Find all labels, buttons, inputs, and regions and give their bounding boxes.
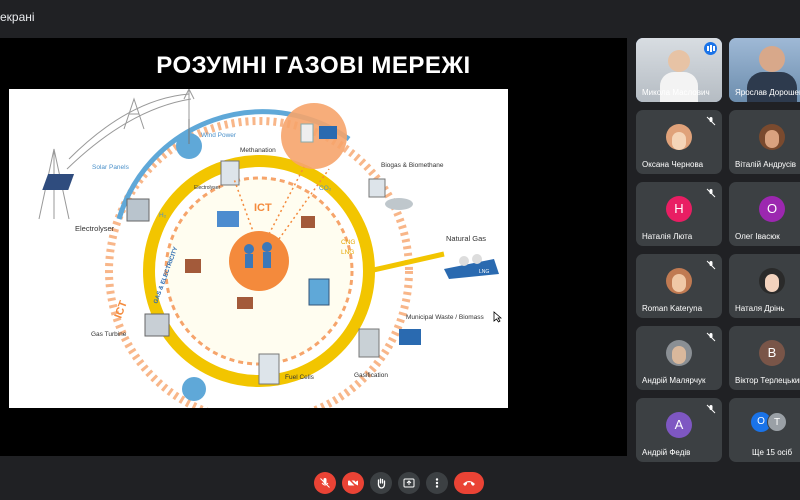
hand-icon <box>377 478 386 489</box>
label-solar-panels: Solar Panels <box>92 164 130 171</box>
avatar <box>666 340 692 366</box>
mic-off-icon <box>706 404 716 414</box>
label-ict-ring: ICT <box>254 202 272 214</box>
label-municipal: Municipal Waste / Biomass <box>406 314 485 321</box>
top-bar: екрані <box>0 0 800 32</box>
label-lng: LNG <box>341 249 354 256</box>
participant-tile[interactable]: Roman Kateryna <box>636 254 722 318</box>
slide-title: РОЗУМНІ ГАЗОВІ МЕРЕЖІ <box>156 52 471 79</box>
avatar: О <box>751 412 771 432</box>
raise-hand-button[interactable] <box>370 472 392 494</box>
avatar: О <box>759 196 785 222</box>
present-button[interactable] <box>398 472 420 494</box>
mic-off-icon <box>706 116 716 126</box>
label-gasification: Gasification <box>354 372 388 379</box>
avatar: Н <box>666 196 692 222</box>
label-fuel-cells: Fuel Cells <box>285 374 315 381</box>
participant-name: Олег Івасюк <box>735 232 780 241</box>
hang-up-icon <box>463 481 475 486</box>
mic-off-icon <box>320 478 330 488</box>
mic-off-icon <box>706 260 716 270</box>
more-options-button[interactable] <box>426 472 448 494</box>
avatar <box>759 124 785 150</box>
control-bar <box>0 462 800 500</box>
participant-tile[interactable]: Н Наталія Люта <box>636 182 722 246</box>
avatar <box>666 124 692 150</box>
more-vert-icon <box>435 478 439 488</box>
label-co2: CO₂ <box>319 185 332 192</box>
leave-call-button[interactable] <box>454 472 484 494</box>
label-cng: CNG <box>341 239 355 246</box>
mouse-cursor-icon <box>493 311 502 323</box>
participant-name: Оксана Чернова <box>642 160 704 169</box>
label-wind-power: Wind Power <box>201 132 237 139</box>
participant-tile[interactable]: О Олег Івасюк <box>729 182 800 246</box>
more-participants-tile[interactable]: О Т Ще 15 осіб <box>729 398 800 462</box>
participant-name: Микола Маслович <box>642 88 710 97</box>
window-title: екрані <box>0 10 35 24</box>
speaking-indicator-icon <box>704 42 717 55</box>
label-natural-gas: Natural Gas <box>446 234 486 243</box>
diagram-svg: Wind Power Methanation Solar Panels Elec… <box>38 87 499 425</box>
camera-toggle-button[interactable] <box>342 472 364 494</box>
avatar: В <box>759 340 785 366</box>
avatar: А <box>666 412 692 438</box>
participant-name: Андрій Малярчук <box>642 376 706 385</box>
participant-tile[interactable]: Оксана Чернова <box>636 110 722 174</box>
smart-gas-grid-diagram: Wind Power Methanation Solar Panels Elec… <box>9 87 508 425</box>
label-lng-ship: LNG <box>479 269 489 275</box>
participant-tile[interactable]: Микола Маслович <box>636 38 722 102</box>
participant-name: Наталія Люта <box>642 232 693 241</box>
participant-tile[interactable]: Наталя Дрінь <box>729 254 800 318</box>
participant-name: Віктор Терлецький <box>735 376 800 385</box>
participant-name: Віталій Андрусів <box>735 160 796 169</box>
mic-toggle-button[interactable] <box>314 472 336 494</box>
label-ict-outer: ICT <box>113 299 130 320</box>
label-gas-turbine: Gas Turbine <box>91 331 127 338</box>
label-biogas: Biogas & Biomethane <box>381 162 444 169</box>
present-screen-icon <box>403 478 415 488</box>
participant-tile[interactable]: Віталій Андрусів <box>729 110 800 174</box>
more-participants-label: Ще 15 осіб <box>751 448 793 457</box>
avatar <box>666 268 692 294</box>
participant-tile[interactable]: Ярослав Дорошенко <box>729 38 800 102</box>
label-electrolyser-small: Electrolyser <box>194 185 220 191</box>
label-h2: H₂ <box>159 212 167 219</box>
participant-name: Ярослав Дорошенко <box>735 88 800 97</box>
label-methanation: Methanation <box>240 147 276 154</box>
participant-name: Андрій Федів <box>642 448 691 457</box>
camera-off-icon <box>347 477 359 489</box>
participant-name: Roman Kateryna <box>642 304 703 313</box>
presentation-stage: РОЗУМНІ ГАЗОВІ МЕРЕЖІ <box>0 38 627 456</box>
participant-tile[interactable]: Андрій Малярчук <box>636 326 722 390</box>
participant-tile[interactable]: А Андрій Федів <box>636 398 722 462</box>
avatar: Т <box>767 412 787 432</box>
label-electrolyser: Electrolyser <box>75 224 115 233</box>
mic-off-icon <box>706 188 716 198</box>
participant-tile[interactable]: В Віктор Терлецький <box>729 326 800 390</box>
participant-name: Наталя Дрінь <box>735 304 785 313</box>
avatar <box>759 268 785 294</box>
mic-off-icon <box>706 332 716 342</box>
